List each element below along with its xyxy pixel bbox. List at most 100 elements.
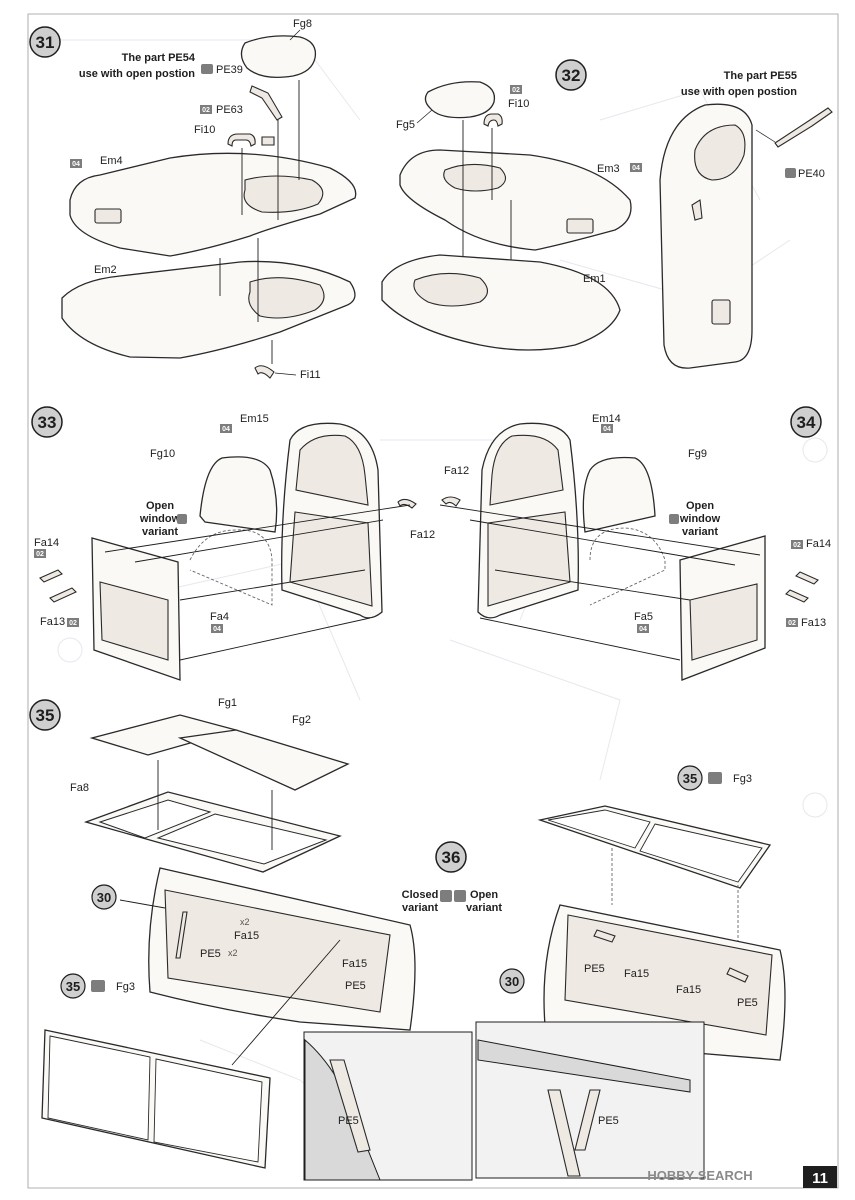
fa14-badge <box>34 549 46 558</box>
fg10-label: Fg10 <box>150 448 175 460</box>
pe5-left2-label: PE5 <box>345 980 366 992</box>
fa12b-part <box>441 496 461 507</box>
fa13b-label: Fa13 <box>801 617 826 629</box>
fi11-part <box>254 365 275 379</box>
svg-text:02: 02 <box>202 107 210 114</box>
ref-30-left <box>91 884 117 910</box>
pe39-icon <box>201 64 213 74</box>
fi10b-label: Fi10 <box>508 98 529 110</box>
pe63-label: PE63 <box>216 104 243 116</box>
em4-badge <box>70 159 82 168</box>
step-33: 33 Em15 04 Fg10 Open window variant Fa4 … <box>31 406 435 681</box>
ref-30-right <box>499 968 525 994</box>
fg10-part <box>199 456 278 533</box>
fg8-label: Fg8 <box>293 18 312 30</box>
em14-window <box>489 434 564 506</box>
svg-text:02: 02 <box>793 542 801 549</box>
fa14b-part <box>795 571 819 585</box>
svg-text:02: 02 <box>512 87 520 94</box>
step-34-number: 34 <box>797 413 816 432</box>
em3-label: Em3 <box>597 163 620 175</box>
open-variant-icon <box>454 890 466 902</box>
fg9-part <box>582 456 656 533</box>
svg-text:30: 30 <box>505 974 519 989</box>
fa5-badge <box>637 624 649 633</box>
side-door-vent <box>711 299 731 325</box>
step-36: 36 Closed variant Open variant 30 Fa15 x… <box>41 765 786 1181</box>
pe5-right2-label: PE5 <box>737 997 758 1009</box>
fa13b-part <box>785 589 809 603</box>
em4-label: Em4 <box>100 155 123 167</box>
pe40-label: PE40 <box>798 168 825 180</box>
em2-opening <box>248 277 325 319</box>
em14-label: Em14 <box>592 413 621 425</box>
fa12b-label: Fa12 <box>444 465 469 477</box>
fg3-right-label: Fg3 <box>733 773 752 785</box>
fg3-left-label: Fg3 <box>116 981 135 993</box>
step-32-number: 32 <box>562 66 581 85</box>
pe5-x2: x2 <box>228 948 238 958</box>
pe5-left-label: PE5 <box>200 948 221 960</box>
em3-badge <box>630 163 642 172</box>
fa5-label: Fa5 <box>634 611 653 623</box>
step-34: 34 Em14 04 Fg9 Open window variant Fa5 0… <box>439 406 831 681</box>
fa8-label: Fa8 <box>70 782 89 794</box>
fa15-x2: x2 <box>240 917 250 927</box>
svg-text:35: 35 <box>66 979 80 994</box>
fa13-badge <box>67 618 79 627</box>
svg-text:04: 04 <box>72 161 80 168</box>
step-33-circle <box>31 406 63 438</box>
watermark: HOBBY SEARCH <box>647 1168 752 1183</box>
fa14b-badge <box>791 540 803 549</box>
fi10b-badge <box>510 85 522 94</box>
svg-text:02: 02 <box>36 551 44 558</box>
fg8-part <box>240 35 317 79</box>
fi11-label: Fi11 <box>300 369 321 381</box>
em15-lower <box>289 511 373 607</box>
fi10-label: Fi10 <box>194 124 215 136</box>
step-31-circle <box>29 26 61 58</box>
page-border <box>27 13 839 1189</box>
pe5-detail-left-label: PE5 <box>338 1115 359 1127</box>
em15-label: Em15 <box>240 413 269 425</box>
ref-35-right <box>677 765 703 791</box>
pe63-badge <box>200 105 212 114</box>
fg3-right-icon <box>708 772 722 784</box>
fa13-label: Fa13 <box>40 616 65 628</box>
step-31-number: 31 <box>36 33 55 52</box>
step-36-number: 36 <box>442 848 461 867</box>
svg-text:04: 04 <box>222 426 230 433</box>
step-34-variant-line2: window <box>679 513 721 525</box>
fa13-part <box>49 587 77 603</box>
step-35: 35 Fg1 Fg2 Fa8 <box>29 697 350 873</box>
em4-opening <box>243 175 324 213</box>
step-33-variant-line2: window <box>139 513 181 525</box>
em4-vent <box>94 208 122 224</box>
em3-vent <box>566 218 594 234</box>
pe5-detail-right-label: PE5 <box>598 1115 619 1127</box>
step-32-circle <box>555 59 587 91</box>
em1-opening <box>413 272 489 307</box>
em1-part <box>381 254 621 351</box>
pe39-part <box>249 85 283 121</box>
step-31-note-line1: The part PE54 <box>122 52 196 64</box>
fg2-part <box>177 729 350 791</box>
fg3-left-icon <box>91 980 105 992</box>
step-33-variant-line3: variant <box>142 526 178 538</box>
svg-text:04: 04 <box>603 426 611 433</box>
step-35-number: 35 <box>36 706 55 725</box>
fg1-label: Fg1 <box>218 697 237 709</box>
fg10-open-outline <box>189 529 273 606</box>
step-31-note-line2: use with open postion <box>79 68 195 80</box>
em14-badge <box>601 424 613 433</box>
pe63-part <box>261 136 275 146</box>
step-36-open-line2: variant <box>466 902 502 914</box>
step-33-variant-icon <box>177 514 187 524</box>
fa12-label: Fa12 <box>410 529 435 541</box>
step-32: 32 The part PE55 use with open postion F… <box>381 59 833 369</box>
fa15-left-label: Fa15 <box>234 930 259 942</box>
pe40-icon <box>785 168 796 178</box>
page-number-box <box>803 1166 837 1188</box>
rear-opening-right <box>564 914 773 1036</box>
